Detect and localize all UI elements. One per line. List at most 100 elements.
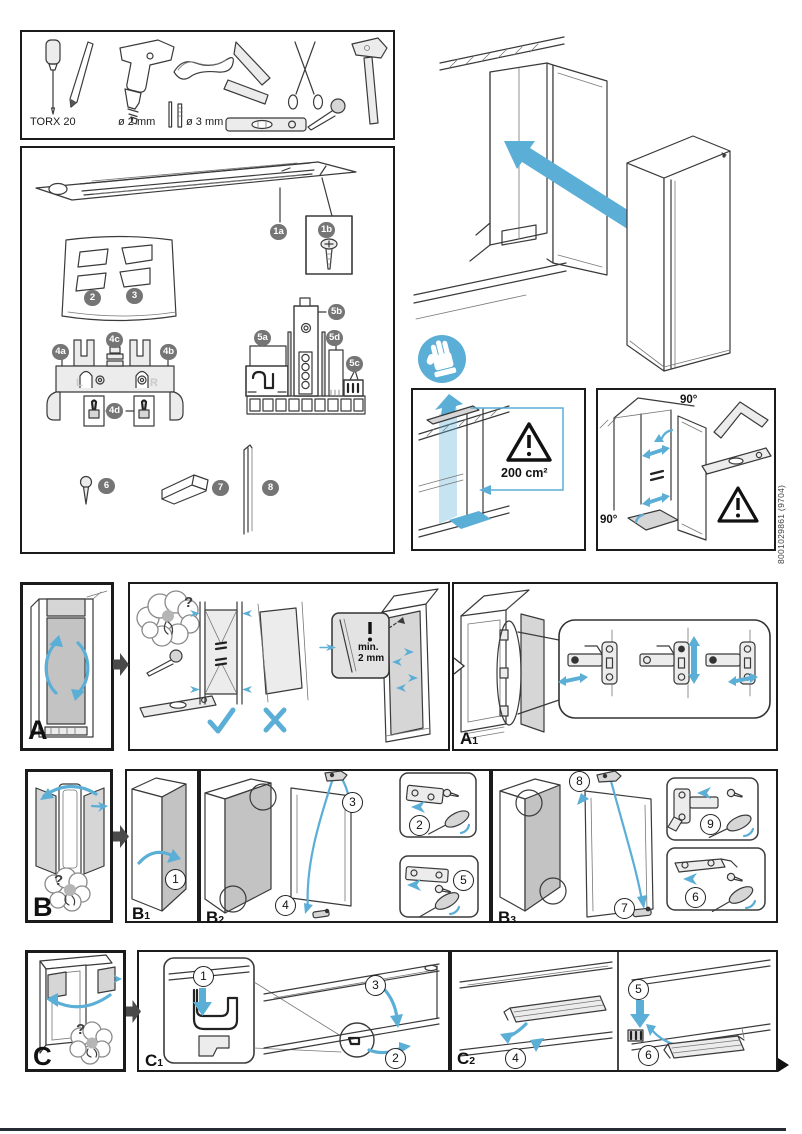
- swing-arrow: [46, 993, 112, 1009]
- part-5d: [328, 349, 344, 397]
- section-b-panel: ? B: [25, 769, 113, 923]
- alignment-illustration: [136, 588, 439, 743]
- step-3: 3: [365, 975, 386, 996]
- check-icon: [207, 707, 236, 734]
- fridge: [499, 778, 567, 912]
- tools-illustration: [45, 37, 388, 132]
- part-badge-4b: 4b: [160, 344, 177, 360]
- section-a-pictogram: [30, 590, 108, 738]
- part-rail-1a: [35, 161, 357, 223]
- fridge-with-film: [381, 588, 439, 743]
- pencil-icon: [69, 41, 94, 108]
- part-badge-5b: 5b: [328, 304, 345, 320]
- bit2-label: ø 2 mm: [118, 116, 156, 128]
- try-square-icon: [713, 401, 769, 439]
- part-badge-5c: 5c: [346, 356, 363, 372]
- rotate-arrows: [44, 635, 90, 701]
- floor-vent: [449, 511, 491, 529]
- door-panel: [577, 771, 654, 918]
- part-badge-1a: 1a: [270, 224, 287, 240]
- door-panel: [290, 771, 354, 919]
- inset-step6: [666, 847, 766, 913]
- torx-label: TORX 20: [30, 116, 76, 128]
- b1-illustration: [131, 777, 187, 912]
- section-a1-panel: A1: [452, 582, 778, 751]
- awl-icon: [307, 98, 346, 131]
- part-sheet-2-3: [61, 235, 177, 322]
- step-6: 6: [638, 1045, 659, 1066]
- section-b3-label: B3: [498, 908, 517, 927]
- spirit-level-icon: [139, 695, 217, 718]
- svg-text:L: L: [76, 377, 83, 389]
- clip-icon: [627, 1029, 644, 1042]
- step-2: 2: [409, 815, 430, 836]
- trim-removal-view: [459, 961, 613, 1057]
- step-2: 2: [385, 1048, 406, 1069]
- section-a-label: A: [28, 715, 48, 745]
- step-3: 3: [342, 792, 363, 813]
- spirit-level-icon: [701, 447, 772, 475]
- screw-icon: [434, 884, 451, 894]
- part-feet-4d: [83, 395, 155, 427]
- hinge-pin-top: [324, 771, 348, 782]
- break-mark: [454, 657, 466, 675]
- cover-panel-right: [97, 966, 116, 994]
- thought-cloud-icon: [136, 590, 200, 647]
- hinge-pin-top: [596, 771, 622, 783]
- screw-icon: [442, 788, 459, 798]
- step-5: 5: [453, 870, 474, 891]
- section-b1-panel: 1 B1: [125, 769, 199, 923]
- swing-arrow: [40, 784, 108, 812]
- trim-install-view: [627, 959, 771, 1059]
- question-mark: ?: [184, 594, 194, 611]
- section-c1-panel: 1 3 2 C1: [137, 950, 450, 1072]
- hinge-diagram-lateral: [705, 629, 758, 697]
- warning-triangle-icon: [506, 422, 552, 462]
- section-b-pictogram: [35, 783, 108, 912]
- section-b1-label: B1: [132, 904, 151, 923]
- flow-arrow-a: [113, 653, 129, 676]
- airflow-up-arrow: [426, 394, 480, 425]
- bottom-rule: [0, 1128, 786, 1131]
- part-badge-8: 8: [262, 480, 279, 496]
- angle-top-label: 90°: [680, 394, 698, 406]
- b2-illustration: [204, 771, 479, 919]
- section-b3-panel: 8 7 9 6 B3: [491, 769, 778, 927]
- screw-icon: [726, 788, 743, 798]
- thought-cloud-icon: [69, 1021, 113, 1065]
- appliance-bottom-view: [263, 963, 440, 1058]
- step-9: 9: [700, 814, 721, 835]
- part-badge-4c: 4c: [106, 332, 123, 348]
- section-c-label: C: [33, 1041, 52, 1071]
- hammer-icon: [351, 37, 388, 125]
- warning-triangle-icon: [717, 486, 759, 523]
- angle-arc-top: [660, 428, 674, 440]
- part-5a: [245, 345, 289, 397]
- part-badge-5a: 5a: [254, 330, 271, 346]
- svg-text:R: R: [150, 377, 158, 389]
- section-c-pictogram: [39, 954, 122, 1065]
- drill-icon: [119, 39, 175, 125]
- step-4: 4: [275, 895, 296, 916]
- hinge-callout: [558, 619, 771, 719]
- c1-illustration: [163, 957, 440, 1064]
- door-aligned-diagram: [190, 601, 252, 705]
- cabinet-with-hinges: [460, 589, 560, 740]
- step-4: 4: [505, 1048, 526, 1069]
- parts-illustration: L R: [35, 161, 366, 535]
- part-badge-7: 7: [212, 480, 229, 496]
- angle-bottom-label: 90°: [600, 514, 618, 526]
- gloves-icon: [418, 335, 466, 383]
- fridge: [626, 135, 731, 372]
- section-b-label: B: [33, 892, 53, 922]
- alignment-check-panel: ? min. 2 mm: [128, 582, 450, 751]
- vent-area-label: 200 cm²: [501, 466, 548, 480]
- cabinet-niche: [413, 36, 608, 320]
- slide-in-arrow: [504, 141, 645, 235]
- part-strip-5: [245, 297, 366, 415]
- part-5b: [293, 297, 319, 397]
- question-mark: ?: [54, 872, 64, 889]
- awl-icon: [146, 649, 183, 677]
- part-brackets-4: L R: [46, 339, 184, 427]
